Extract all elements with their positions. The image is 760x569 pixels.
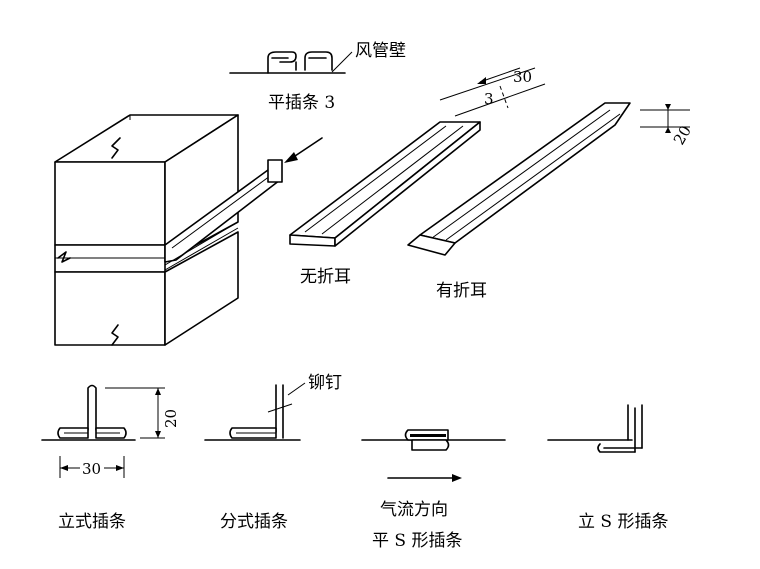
insert-arrow bbox=[284, 137, 323, 163]
dim-20-left: 20 bbox=[162, 409, 180, 428]
standing-s-strip-label: 立 S 形插条 bbox=[578, 512, 668, 532]
split-strip: 铆钉 分式插条 bbox=[204, 373, 342, 532]
flat-strip-section: 风管壁 平插条 3 bbox=[229, 41, 406, 113]
rivet-label: 铆钉 bbox=[308, 373, 342, 393]
with-ear-label: 有折耳 bbox=[436, 281, 487, 301]
duct-box bbox=[54, 114, 283, 346]
no-ear-label: 无折耳 bbox=[300, 267, 351, 287]
top-dimensions: 30 3 20 bbox=[439, 67, 695, 148]
flat-s-strip: 气流方向 平 S 形插条 bbox=[361, 429, 506, 551]
split-strip-label: 分式插条 bbox=[220, 512, 288, 532]
duct-wall-label: 风管壁 bbox=[355, 41, 406, 61]
strip-no-ear: 无折耳 bbox=[289, 121, 481, 287]
strip-with-ear: 有折耳 bbox=[407, 102, 631, 301]
dim-30-top: 30 bbox=[513, 68, 532, 86]
standing-strip: 20 30 立式插条 bbox=[41, 384, 180, 532]
dim-30-bottom: 30 bbox=[82, 460, 101, 478]
flat-s-strip-label: 平 S 形插条 bbox=[372, 531, 462, 551]
standing-strip-label: 立式插条 bbox=[58, 512, 126, 532]
dim-3: 3 bbox=[484, 90, 494, 108]
dim-20-right: 20 bbox=[670, 122, 695, 148]
standing-s-strip: 立 S 形插条 bbox=[547, 404, 668, 532]
flat-strip-label: 平插条 3 bbox=[268, 93, 335, 113]
airflow-label: 气流方向 bbox=[380, 500, 448, 520]
